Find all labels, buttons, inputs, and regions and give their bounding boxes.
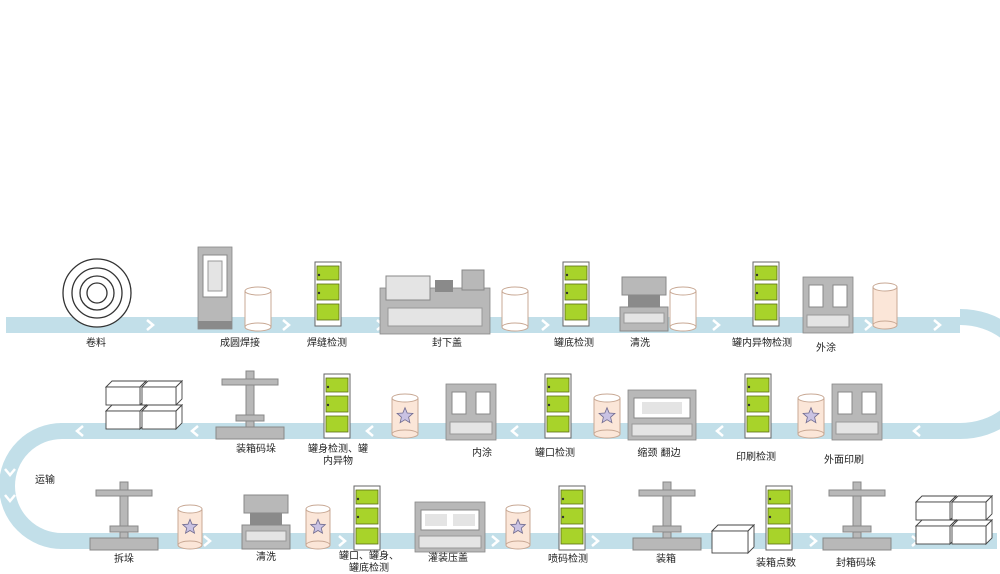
inspection-cabinet-icon bbox=[314, 261, 342, 327]
carton-box-icon bbox=[104, 379, 148, 407]
inspection-cabinet-icon bbox=[558, 485, 586, 551]
inspection-cabinet-icon bbox=[752, 261, 780, 327]
station-label-form-weld: 成圆焊接 bbox=[220, 336, 260, 349]
belt-arrow bbox=[986, 374, 998, 383]
station-label-coil: 卷料 bbox=[86, 336, 106, 349]
station-label-neck-flange: 缩颈 翻边 bbox=[637, 446, 680, 459]
carton-box-icon bbox=[950, 494, 994, 522]
belt-arrow bbox=[933, 319, 942, 331]
belt-arrow bbox=[715, 425, 724, 437]
process-stations bbox=[62, 246, 994, 555]
washer-machine-icon bbox=[619, 276, 669, 332]
carton-box-icon bbox=[710, 523, 756, 555]
belt-arrow bbox=[809, 535, 818, 547]
belt-arrow bbox=[491, 535, 500, 547]
station-label-box-count: 装箱点数 bbox=[756, 556, 796, 569]
belt-arrow bbox=[75, 425, 84, 437]
coater-machine-icon bbox=[802, 276, 854, 334]
station-label-seal-stack: 封箱码垛 bbox=[836, 556, 876, 569]
can-icon bbox=[244, 286, 272, 332]
station-label-outer-print: 外面印刷 bbox=[824, 454, 864, 466]
inspection-cabinet-icon bbox=[562, 261, 590, 327]
coil-icon bbox=[62, 258, 132, 328]
palletizer-icon bbox=[632, 481, 702, 551]
can-icon bbox=[669, 286, 697, 332]
belt-arrow bbox=[912, 425, 921, 437]
station-label-print-inspect: 印刷检测 bbox=[736, 450, 776, 463]
printed-can-icon bbox=[305, 504, 331, 550]
inspection-cabinet-icon bbox=[544, 373, 572, 439]
coater-machine-icon bbox=[445, 383, 497, 441]
belt-arrow bbox=[282, 319, 291, 331]
inspection-cabinet-icon bbox=[353, 485, 381, 551]
station-label-boxing: 装箱 bbox=[656, 552, 676, 565]
station-labels: 卷料成圆焊接焊缝检测封下盖罐底检测清洗罐内异物检测外涂外面印刷印刷检测缩颈 翻边… bbox=[35, 336, 876, 574]
belt-curve-right bbox=[959, 309, 1000, 439]
printed-can-icon bbox=[177, 504, 203, 550]
palletizer-icon bbox=[822, 481, 892, 551]
station-label-outer-coat: 外涂 bbox=[816, 341, 836, 354]
palletizer-icon bbox=[215, 370, 285, 440]
carton-box-icon bbox=[914, 518, 958, 546]
carton-box-icon bbox=[140, 379, 184, 407]
station-label-clean-2: 清洗 bbox=[256, 550, 276, 563]
belt-row-2 bbox=[60, 423, 960, 439]
coater-machine-icon bbox=[831, 383, 883, 441]
printed-can-icon bbox=[797, 393, 825, 439]
palletizer-icon bbox=[89, 481, 159, 551]
carton-box-icon bbox=[914, 494, 958, 522]
belt-arrow bbox=[864, 319, 873, 331]
transport-label: 运输 bbox=[35, 473, 55, 486]
station-label-weld-inspect: 焊缝检测 bbox=[307, 336, 347, 349]
belt-arrow bbox=[4, 494, 16, 503]
station-label-body-inspect: 罐身检测、罐内异物 bbox=[308, 442, 368, 467]
belt-arrow bbox=[541, 319, 550, 331]
station-label-foreign-inspect-1: 罐内异物检测 bbox=[732, 336, 792, 349]
necker-machine-icon bbox=[627, 389, 697, 441]
carton-box-icon bbox=[950, 518, 994, 546]
belt-arrow bbox=[510, 425, 519, 437]
printed-can-icon bbox=[391, 393, 419, 439]
printed-can-icon bbox=[505, 504, 531, 550]
belt-arrow bbox=[338, 535, 347, 547]
inspection-cabinet-icon bbox=[323, 373, 351, 439]
station-label-unstack: 拆垛 bbox=[114, 552, 134, 565]
station-label-full-inspect: 罐口、罐身、罐底检测 bbox=[339, 549, 399, 574]
printed-can-icon bbox=[593, 393, 621, 439]
belt-arrow bbox=[4, 468, 16, 477]
can-icon bbox=[501, 286, 529, 332]
belt-arrow bbox=[190, 425, 199, 437]
welder-machine-icon bbox=[197, 246, 233, 330]
station-label-fill-seal: 灌装压盖 bbox=[428, 551, 468, 564]
carton-box-icon bbox=[104, 403, 148, 431]
washer-machine-icon bbox=[241, 494, 291, 550]
inspection-cabinet-icon bbox=[765, 485, 793, 551]
filler-machine-icon bbox=[414, 501, 486, 553]
belt-arrow bbox=[712, 319, 721, 331]
carton-box-icon bbox=[140, 403, 184, 431]
station-label-lower-lid: 封下盖 bbox=[432, 336, 462, 349]
can-icon bbox=[872, 282, 898, 330]
press-machine-icon bbox=[379, 269, 491, 335]
inspection-cabinet-icon bbox=[744, 373, 772, 439]
station-label-inner-coat: 内涂 bbox=[472, 446, 492, 459]
belt-arrow bbox=[591, 535, 600, 547]
belt-arrow bbox=[146, 319, 155, 331]
belt-arrow bbox=[365, 425, 374, 437]
station-label-mouth-inspect: 罐口检测 bbox=[535, 446, 575, 459]
belt-arrow bbox=[203, 535, 212, 547]
station-label-clean-1: 清洗 bbox=[630, 336, 650, 349]
station-label-code-inspect: 喷码检测 bbox=[548, 552, 588, 565]
station-label-bottom-inspect: 罐底检测 bbox=[554, 336, 594, 349]
station-label-pack-stack-1: 装箱码垛 bbox=[236, 442, 276, 455]
belt-curve-left bbox=[0, 423, 63, 549]
